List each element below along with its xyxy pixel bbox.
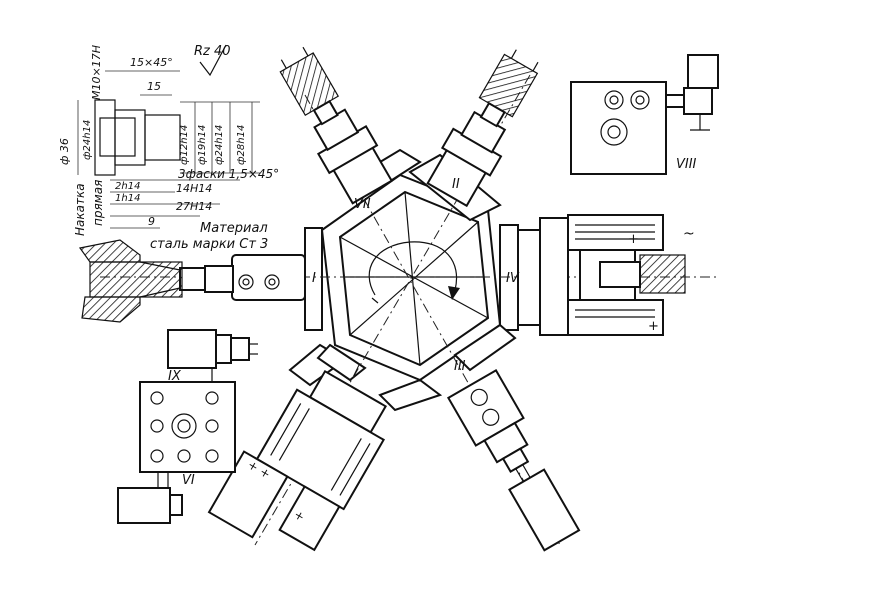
material-label-1: Материал (200, 221, 268, 236)
len2-label: 2h14 (115, 181, 140, 192)
len1-label: 1h14 (115, 193, 140, 204)
knurl-label-2: прямая (91, 180, 105, 226)
svg-text:+: + (628, 232, 639, 247)
label-position-9: IX (168, 369, 182, 384)
len27-label: 27H14 (176, 200, 212, 213)
thread-label: M10×17H (90, 45, 103, 100)
label-position-1: I (312, 271, 316, 286)
position-8-fixture: VIII (570, 54, 719, 175)
label-position-2: II (452, 177, 460, 192)
dia24-label: ф24h14 (82, 120, 93, 160)
dia24b-label: ф24h14 (214, 125, 225, 165)
length-15-label: 15 (147, 80, 161, 93)
label-position-6b: / (353, 364, 360, 379)
part-sketch: Rz 40 15×45° 15 M10×17H ф 36 ф24h14 ф12h… (58, 44, 279, 252)
dia36-label: ф 36 (58, 138, 71, 165)
svg-text:~: ~ (683, 226, 695, 242)
dia19-label: ф19h14 (197, 125, 208, 165)
position-4-slide: + + ~ (517, 214, 695, 336)
label-position-8: VIII (676, 157, 697, 172)
len14-label: 14H14 (176, 182, 212, 195)
label-position-6: VI (182, 473, 195, 488)
dia12-label: ф12h14 (179, 125, 190, 165)
label-position-7: VII (354, 197, 371, 212)
position-7-tool (279, 46, 394, 205)
material-label-2: сталь марки Ст 3 (150, 237, 268, 252)
chamfer-top-label: 15×45° (130, 56, 173, 69)
svg-text:+: + (648, 319, 659, 334)
roughness-label: Rz 40 (194, 44, 231, 59)
len9-label: 9 (148, 215, 155, 228)
dia28-label: ф28h14 (236, 125, 247, 165)
position-1-chuck (78, 239, 306, 323)
chamfers-label: 3фаски 1,5×45° (178, 167, 279, 181)
position-9-fixture: IX VI (117, 329, 258, 524)
knurl-label-1: Накатка (73, 183, 87, 236)
position-3-tool (446, 368, 581, 552)
position-2-tool (426, 49, 539, 208)
label-position-3: III (454, 359, 466, 374)
label-position-4: IV (506, 271, 520, 286)
position-6-slide: + + + (207, 369, 388, 552)
